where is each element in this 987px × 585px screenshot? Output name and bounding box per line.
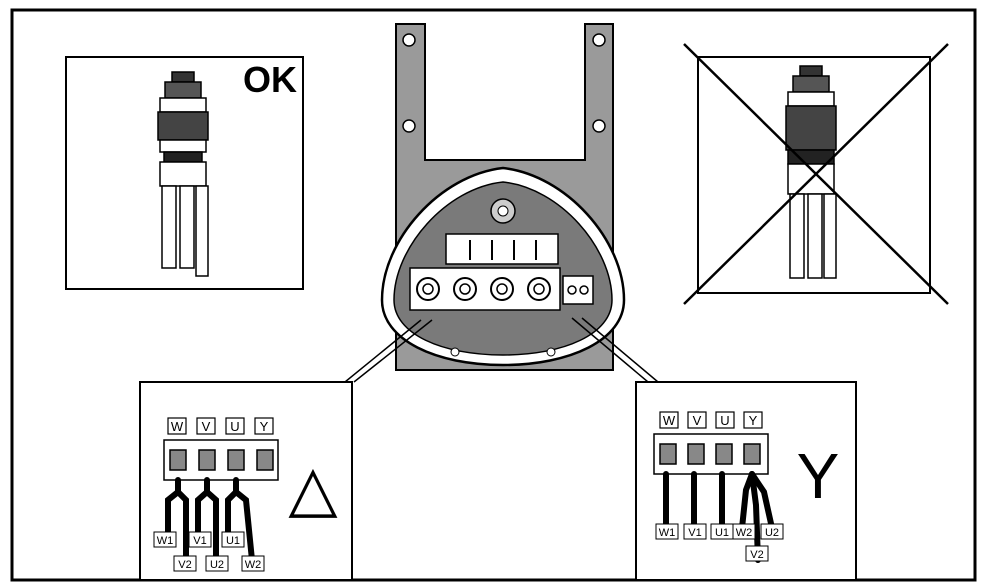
cross-line-2 <box>683 43 949 305</box>
terminal-label-v: V <box>693 413 702 428</box>
delta-wire-labels: W1 V1 U1 V2 U2 W2 <box>153 531 265 572</box>
ok-panel: OK <box>65 56 304 290</box>
delta-strip-screws <box>169 449 274 471</box>
terminal-comb <box>445 233 559 265</box>
terminal-label-u: U <box>720 413 729 428</box>
delta-panel: W V U Y W1 V1 U1 <box>139 381 353 581</box>
wire-label-v2: V2 <box>750 549 763 561</box>
wire-label-v2: V2 <box>178 559 191 571</box>
callout-line-right <box>571 317 649 383</box>
wire-label-u2: U2 <box>765 527 779 539</box>
terminal-box <box>380 23 626 371</box>
terminal-label-u: U <box>230 419 239 434</box>
delta-terminal-labels: W V U Y <box>167 417 274 435</box>
terminal-label-y: Y <box>749 413 758 428</box>
star-symbol: Y <box>797 440 840 512</box>
wire-label-v1: V1 <box>193 535 206 547</box>
wire-label-w1: W1 <box>659 527 676 539</box>
terminal-label-w: W <box>171 419 184 434</box>
star-panel: W V U Y W1 V1 U1 <box>635 381 857 581</box>
callout-line-left <box>344 319 422 383</box>
wire-label-w2: W2 <box>736 527 753 539</box>
bracket-hole <box>402 119 416 133</box>
bracket-hole <box>592 119 606 133</box>
wrong-cable-gland-icon <box>785 65 837 279</box>
wire-label-w1: W1 <box>157 535 174 547</box>
wrong-panel <box>683 43 949 305</box>
ok-cable-gland-icon <box>157 71 209 277</box>
bracket-hole <box>592 33 606 47</box>
star-strip-screws <box>659 443 761 465</box>
wire-label-v1: V1 <box>688 527 701 539</box>
terminal-screws <box>416 277 551 301</box>
terminal-label-y: Y <box>260 419 269 434</box>
terminal-label-v: V <box>202 419 211 434</box>
ok-label: OK <box>243 59 297 100</box>
wire-label-w2: W2 <box>245 559 262 571</box>
delta-wires <box>165 477 255 563</box>
wire-label-u1: U1 <box>715 527 729 539</box>
delta-symbol: △ <box>288 452 338 524</box>
star-wire-labels: W1 V1 U1 W2 U2 V2 <box>655 523 784 562</box>
terminal-label-w: W <box>663 413 676 428</box>
star-terminal-labels: W V U Y <box>659 411 763 429</box>
star-wires <box>663 471 775 563</box>
bracket-hole <box>402 33 416 47</box>
wire-label-u1: U1 <box>226 535 240 547</box>
wire-label-u2: U2 <box>210 559 224 571</box>
